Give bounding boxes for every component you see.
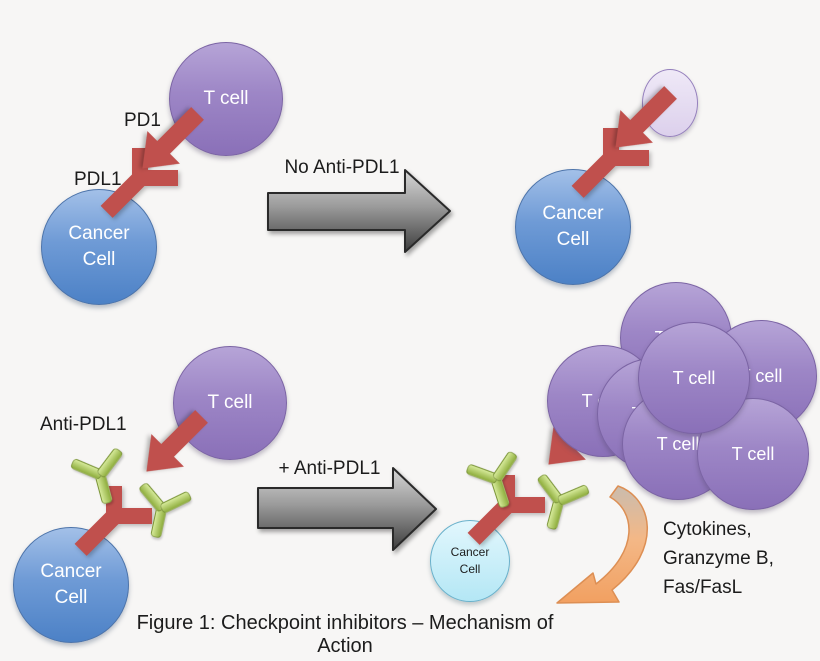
transition-arrow-bottom bbox=[257, 467, 437, 551]
cancer-cell-label: Cancer bbox=[542, 203, 604, 225]
plus-anti-pdl1-label: + Anti-PDL1 bbox=[278, 458, 381, 479]
cancer-cell-top-right: Cancer Cell bbox=[515, 169, 631, 285]
pd1-label: PD1 bbox=[124, 110, 161, 131]
pdl1-receptor-icon bbox=[100, 148, 190, 238]
cancer-cell-label: Cell bbox=[82, 249, 116, 270]
t-cell-label: T cell bbox=[207, 392, 253, 414]
t-cell-label: T cell bbox=[203, 88, 249, 110]
cytokine-release-arrow-icon bbox=[556, 485, 648, 604]
cancer-cell-bottom-left: Cancer Cell bbox=[13, 527, 129, 643]
pdl1-receptor-icon bbox=[571, 128, 661, 218]
figure-caption: Figure 1: Checkpoint inhibitors – Mechan… bbox=[136, 612, 554, 657]
t-cell-cluster-member: T cell bbox=[638, 322, 750, 434]
cancer-cell-label: Cancer bbox=[450, 544, 490, 559]
effector-molecules-label: Cytokines, Granzyme B, Fas/FasL bbox=[663, 519, 774, 598]
no-anti-pdl1-label: No Anti-PDL1 bbox=[284, 157, 400, 178]
cancer-cell-label: Cancer bbox=[68, 223, 130, 245]
transition-arrow-top bbox=[267, 169, 451, 253]
cancer-cell-label: Cell bbox=[54, 587, 88, 608]
cancer-cell-top-left: Cancer Cell bbox=[41, 189, 157, 305]
cancer-cell-label: Cancer bbox=[40, 561, 102, 583]
cancer-cell-label: Cell bbox=[459, 562, 481, 576]
pdl1-label: PDL1 bbox=[74, 169, 122, 190]
anti-pdl1-antibody-icon bbox=[130, 481, 193, 547]
anti-pdl1-label: Anti-PDL1 bbox=[40, 414, 127, 435]
t-cell-bottom-left: T cell bbox=[173, 346, 287, 460]
cancer-cell-label: Cell bbox=[556, 229, 590, 250]
t-cell-top-left: T cell bbox=[169, 42, 283, 156]
